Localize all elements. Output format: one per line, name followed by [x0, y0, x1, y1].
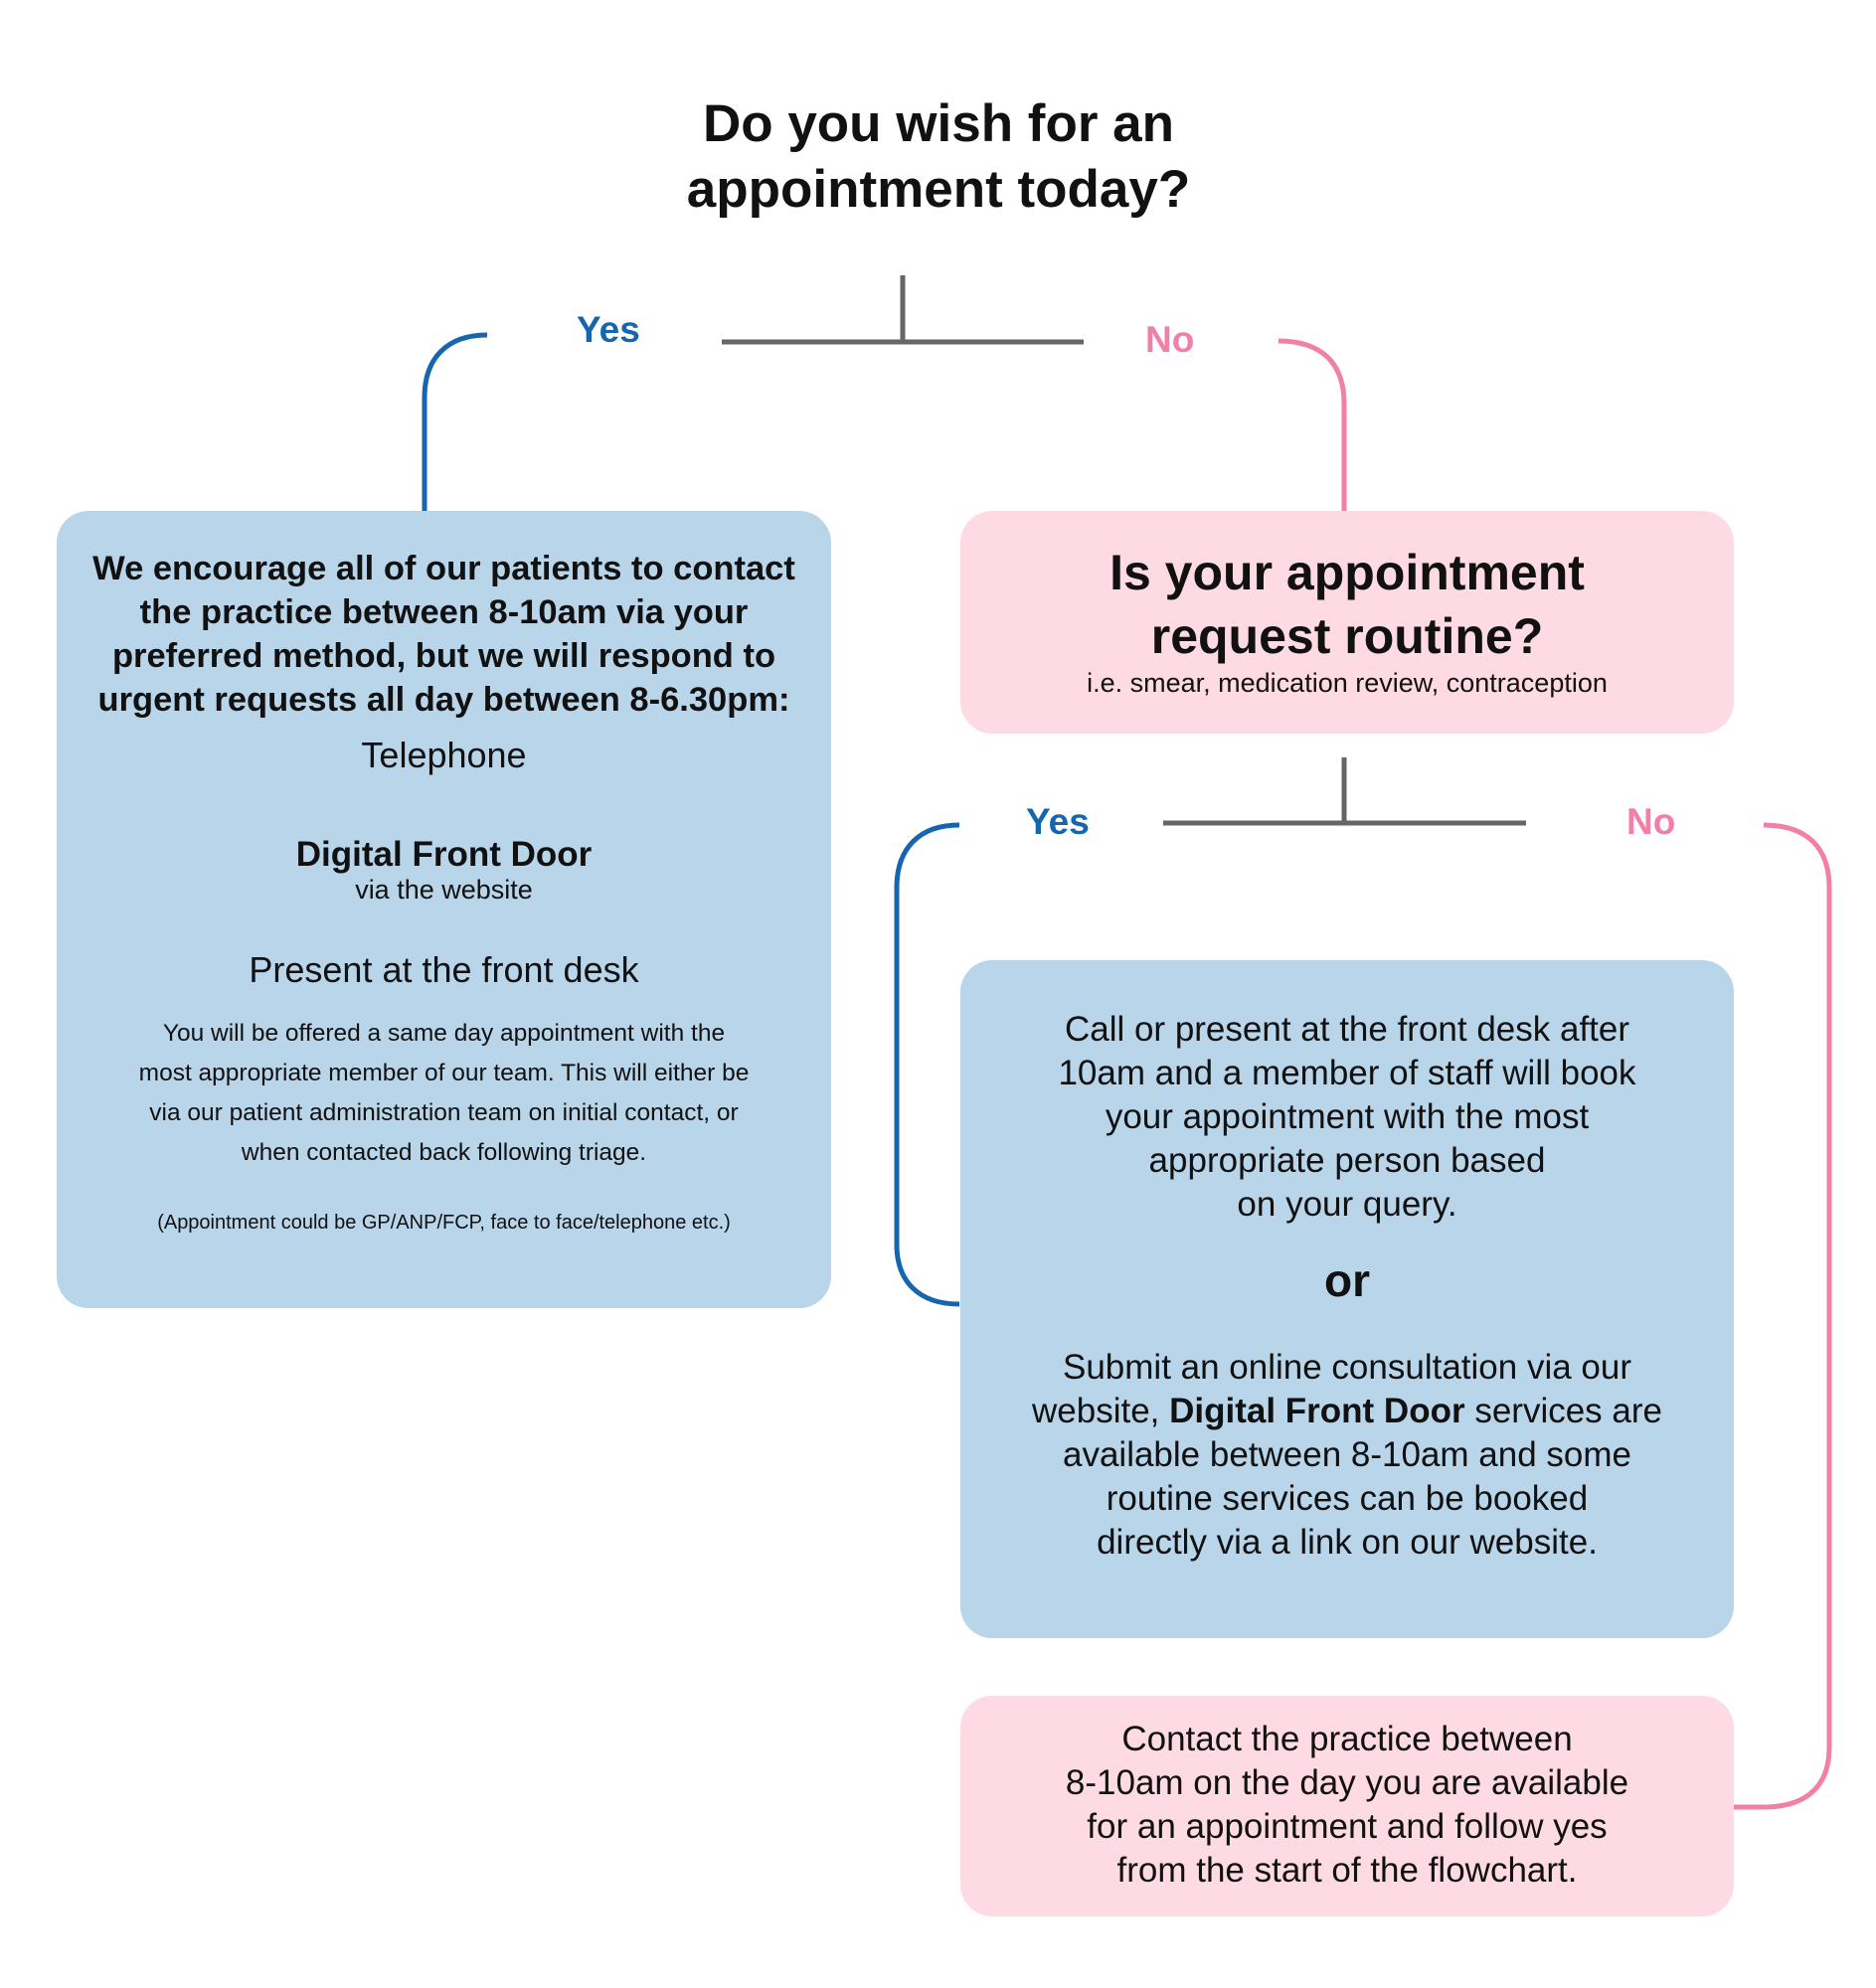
connector-yes-2 [894, 822, 960, 1307]
method-front-desk: Present at the front desk [249, 949, 639, 990]
routine-question-examples: i.e. smear, medication review, contracep… [1087, 668, 1608, 698]
appointment-type-footnote: (Appointment could be GP/ANP/FCP, face t… [157, 1212, 731, 1234]
junction-top [722, 275, 1084, 345]
method-telephone: Telephone [361, 735, 527, 775]
call-front-desk-text: Call or present at the front desk after … [1058, 1010, 1636, 1224]
routine-booking-box: Call or present at the front desk after … [960, 960, 1734, 1638]
online-consultation-prefix: Submit an online consultation via our we… [1032, 1348, 1631, 1430]
contact-intro-text: We encourage all of our patients to cont… [92, 550, 795, 719]
contact-practice-box: Contact the practice between 8-10am on t… [960, 1696, 1734, 1916]
method-digital-front-door-note: via the website [355, 875, 533, 905]
online-consultation-suffix: services are available between 8-10am an… [1062, 1392, 1662, 1562]
contact-practice-text: Contact the practice between 8-10am on t… [1065, 1720, 1629, 1890]
digital-front-door-highlight: Digital Front Door [1169, 1392, 1465, 1430]
same-day-appointment-box: We encourage all of our patients to cont… [57, 511, 831, 1308]
connector-no-1 [1278, 338, 1347, 511]
junction-routine [1163, 757, 1526, 826]
connector-no-2 [1732, 822, 1832, 1810]
or-separator: or [1324, 1254, 1370, 1306]
yes-label-2: Yes [1026, 801, 1090, 842]
no-label-1: No [1145, 319, 1195, 360]
routine-question-title: Is your appointment request routine? [1109, 545, 1585, 664]
no-label-2: No [1626, 801, 1676, 842]
yes-label-1: Yes [577, 309, 640, 350]
routine-question-box: Is your appointment request routine? i.e… [960, 511, 1734, 734]
method-digital-front-door: Digital Front Door [295, 835, 593, 874]
connector-yes-1 [422, 332, 488, 511]
flowchart-title: Do you wish for an appointment today? [686, 94, 1191, 219]
same-day-offer-text: You will be offered a same day appointme… [138, 1020, 750, 1166]
online-consultation-text: Submit an online consultation via our we… [960, 1346, 1734, 1565]
